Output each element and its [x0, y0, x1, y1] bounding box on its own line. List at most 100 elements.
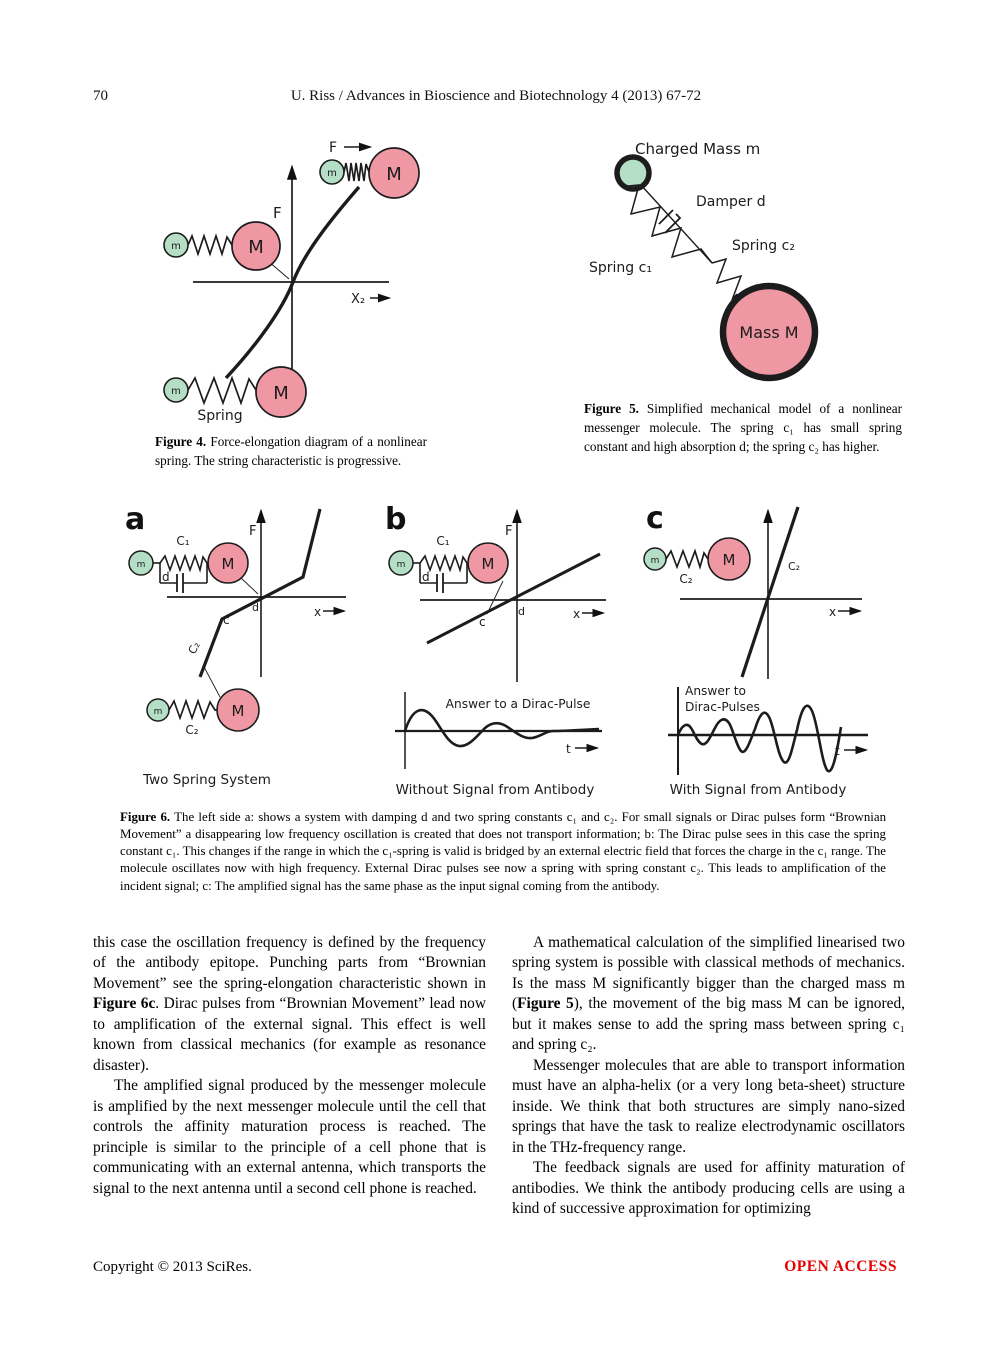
figure4-small-mass-label: m [171, 386, 181, 397]
figure6-panel-c-letter: c [646, 501, 664, 536]
panel-b-label-d: d [518, 605, 525, 618]
figure4-spring-compressed [343, 162, 370, 182]
figure5-spring-c1-label: Spring c₁ [589, 260, 652, 276]
panel-b-damper-label: d [422, 570, 430, 584]
figure4-x-axis-label: X₂ [351, 292, 365, 307]
figure5-charged-mass-label: Charged Mass m [635, 140, 760, 158]
figure4-small-mass-label: m [327, 168, 337, 179]
figure6-panel-a: a m C₁ d M F x d c C₂ m M C₂ Two Spring … [125, 502, 347, 788]
figure6-panel-a-letter: a [125, 502, 145, 537]
panel-b-axis-f-label: F [505, 524, 512, 539]
panel-a-spring-c2-label: C₂ [185, 723, 198, 737]
paragraph-text: . Dirac pulses from “Brownian Movement” … [93, 995, 486, 1074]
paragraph-text: this case the oscillation frequency is d… [93, 934, 486, 992]
panel-b-big-mass-label: M [482, 555, 495, 573]
figure4-y-axis-label: F [273, 204, 282, 222]
panel-a-axis-x-label: x [314, 605, 321, 619]
figure5-spring-c2 [711, 257, 743, 301]
panel-b-caption: Without Signal from Antibody [396, 782, 595, 798]
figure4-spring-stretched [187, 375, 257, 406]
figure6-panel-b: b m C₁ d M F x d c Answer to a Dirac-Pul… [385, 502, 606, 798]
panel-a-pointer-line [240, 577, 259, 595]
panel-a-spring-c1-label: C₁ [176, 534, 189, 548]
panel-a-small-mass-label: m [137, 560, 146, 570]
panel-b-characteristic-line [426, 552, 601, 645]
panel-a-spring-c2 [168, 698, 217, 721]
figure5-diagram: Charged Mass m Damper d Spring c₂ Spring… [589, 140, 819, 382]
figure5-caption-text: Simplified mechanical model of a nonline… [584, 401, 902, 454]
panel-c-axis-x-label: x [829, 605, 836, 619]
panel-b-answer-label: Answer to a Dirac-Pulse [446, 697, 591, 711]
paragraph: A mathematical calculation of the simpli… [512, 933, 905, 1056]
open-access-label: OPEN ACCESS [784, 1258, 897, 1275]
panel-a-label-d: d [252, 601, 259, 614]
figure4-big-mass [368, 147, 420, 199]
paragraph-text: Messenger molecules that are able to tra… [512, 1056, 905, 1156]
figure4-big-mass-label: M [273, 383, 289, 404]
panel-c-characteristic-line [740, 506, 800, 678]
panel-c-t-axis-label: t [835, 744, 840, 758]
figure4-big-mass-label: M [248, 237, 264, 258]
panel-b-axis-x-label: x [573, 607, 580, 621]
figure4-caption-text: Force-elongation diagram of a nonlinear … [155, 434, 427, 468]
figure-reference: Figure 5 [517, 995, 574, 1013]
paragraph-text: The feedback signals are used for affini… [512, 1159, 905, 1218]
panel-a-damper-label: d [162, 570, 170, 584]
figure-reference: Figure 6c [93, 995, 156, 1013]
figure4-big-mass [231, 221, 281, 271]
body-right-column: A mathematical calculation of the simpli… [512, 933, 905, 1220]
panel-a-big-mass [216, 688, 260, 732]
figure4-spring-normal [187, 233, 233, 257]
panel-b-pointer-line [486, 580, 504, 615]
panel-c-spring-c2-label: C₂ [679, 572, 692, 586]
figure4-spring-label: Spring [197, 408, 242, 424]
panel-c-line-c2-label: C₂ [788, 560, 800, 573]
panel-c-answer-label-line2: Dirac-Pulses [685, 700, 760, 714]
figure4-diagram: F X₂ F m M m M m M Spring [163, 140, 420, 424]
panel-c-big-mass-label: M [723, 551, 736, 569]
panel-b-label-c: c [479, 615, 486, 629]
panel-b-small-mass-label: m [397, 560, 406, 570]
figure5-charged-mass [614, 154, 652, 192]
panel-b-big-mass [467, 542, 509, 584]
figure5-spring-c1 [627, 184, 713, 264]
panel-c-big-mass [707, 537, 751, 581]
figure4-caption: Figure 4. Force-elongation diagram of a … [155, 432, 427, 470]
figure4-s-curve [224, 185, 361, 380]
paragraph-text: ), the movement of the big mass M can be… [512, 995, 905, 1054]
panel-a-big-mass [207, 542, 249, 584]
figure5-caption: Figure 5. Simplified mechanical model of… [584, 399, 902, 456]
panel-a-axis-f-label: F [249, 524, 256, 539]
panel-a-small-mass-label: m [154, 707, 163, 717]
paragraph: this case the oscillation frequency is d… [93, 933, 486, 1076]
panel-c-answer-label-line1: Answer to [685, 684, 746, 698]
body-left-column: this case the oscillation frequency is d… [93, 933, 486, 1199]
figure5-mass [719, 282, 819, 382]
panel-c-small-mass-label: m [651, 556, 660, 566]
panel-b-spring-c1 [419, 553, 468, 573]
figure4-force-label: F [329, 140, 337, 156]
figure4-big-mass-label: M [386, 164, 402, 185]
figure6-caption: Figure 6. The left side a: shows a syste… [120, 809, 886, 895]
panel-a-caption: Two Spring System [142, 772, 271, 788]
panel-a-curve-c2-label: C₂ [186, 640, 203, 657]
figure4-big-mass [255, 366, 307, 418]
paragraph: The feedback signals are used for affini… [512, 1158, 905, 1219]
running-head: U. Riss / Advances in Bioscience and Bio… [290, 88, 702, 104]
paragraph-text: The amplified signal produced by the mes… [93, 1077, 486, 1197]
panel-c-growing-wave [676, 704, 843, 773]
footer-copyright: Copyright © 2013 SciRes. [93, 1259, 252, 1275]
panel-b-damped-wave [403, 708, 600, 748]
figure6-caption-text: The left side a: shows a system with dam… [120, 810, 887, 893]
figure4-caption-tag: Figure 4. [155, 434, 207, 449]
panel-a-characteristic-curve [198, 508, 322, 678]
panel-a-spring-c1 [159, 553, 208, 573]
panel-c-spring-c2 [665, 548, 709, 570]
paragraph: Messenger molecules that are able to tra… [512, 1056, 905, 1158]
panel-a-pointer-line [202, 664, 221, 698]
figure6-panel-c: c m M C₂ C₂ x Answer to Dirac-Pulses t W… [643, 501, 869, 798]
figure5-damper-label: Damper d [696, 194, 766, 210]
figure5-damper-bracket [664, 213, 682, 234]
panel-b-spring-c1-label: C₁ [436, 534, 449, 548]
panel-b-t-axis-label: t [566, 742, 571, 756]
